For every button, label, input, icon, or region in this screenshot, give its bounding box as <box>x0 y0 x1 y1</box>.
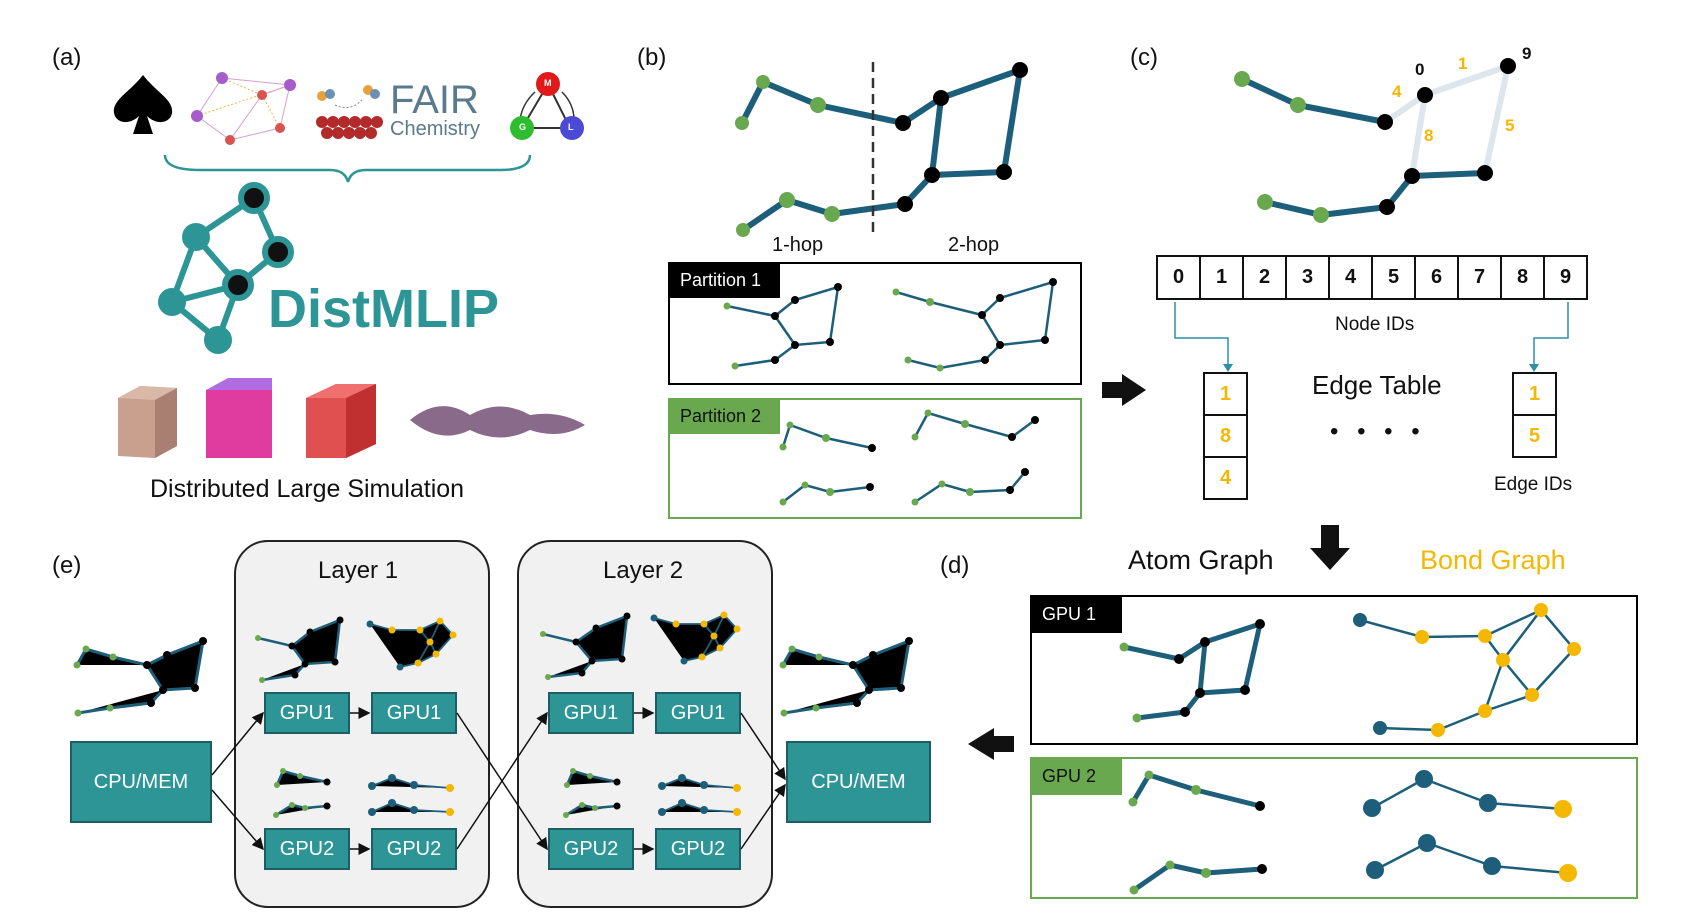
gpu2-l1-a: GPU2 <box>264 828 350 870</box>
curly-brace <box>163 154 532 183</box>
gpu1-box <box>1030 595 1638 745</box>
panel-d-label: (d) <box>940 552 970 579</box>
cpu-mem-left: CPU/MEM <box>70 741 212 823</box>
edge-cell-right: 5 <box>1512 414 1557 458</box>
atom-graph-label: Atom Graph <box>1128 545 1274 575</box>
molecule-graph-icon <box>191 72 296 145</box>
gpu1-l1-b: GPU1 <box>371 692 457 734</box>
gpu1-l1-a: GPU1 <box>264 692 350 734</box>
hop1-label: 1-hop <box>772 234 824 256</box>
fair-title: FAIR <box>390 78 479 122</box>
gpu1-l2-a: GPU1 <box>548 692 634 734</box>
edge-cell-left: 4 <box>1203 456 1248 500</box>
edge-table-title: Edge Table <box>1312 370 1442 400</box>
panel-a-label: (a) <box>52 44 82 71</box>
fair-logo-icon <box>316 85 383 139</box>
gpu1-l2-b: GPU1 <box>655 692 741 734</box>
hop2-label: 2-hop <box>948 234 1000 256</box>
edge-label-4: 4 <box>1392 82 1402 101</box>
simulation-protein <box>410 406 585 438</box>
distmlip-title: DistMLIP <box>268 279 500 339</box>
graph-label-0: 0 <box>1415 60 1425 79</box>
fair-subtitle: Chemistry <box>390 118 481 140</box>
node-id-cell: 4 <box>1328 255 1373 300</box>
layer-1-label: Layer 1 <box>318 557 399 584</box>
m-node-label: M <box>544 78 552 88</box>
panel-e-label: (e) <box>52 552 82 579</box>
ellipsis: • • • • <box>1330 418 1426 445</box>
node-id-cell: 9 <box>1543 255 1588 300</box>
node-id-cell: 3 <box>1285 255 1330 300</box>
partition-2-box <box>668 398 1082 519</box>
distmlip-logo-graph <box>158 182 294 354</box>
partition-1-tag: Partition 1 <box>668 262 780 298</box>
gpu2-l2-b: GPU2 <box>655 828 741 870</box>
bond-graph-label: Bond Graph <box>1420 545 1566 575</box>
gpu2-l1-b: GPU2 <box>371 828 457 870</box>
edge-label-1: 1 <box>1458 54 1468 73</box>
simulation-caption: Distributed Large Simulation <box>150 475 465 503</box>
simulation-cube-1 <box>118 386 177 458</box>
simulation-cube-2 <box>206 378 272 458</box>
panel-c-label: (c) <box>1130 44 1158 71</box>
node-ids-row: 0 1 2 3 4 5 6 7 8 9 <box>1156 255 1591 300</box>
edge-label-5: 5 <box>1505 116 1515 135</box>
l-node-label: L <box>568 122 574 132</box>
edge-ids-caption: Edge IDs <box>1494 474 1573 495</box>
partition-2-tag: Partition 2 <box>668 398 780 434</box>
node-id-cell: 2 <box>1242 255 1287 300</box>
simulation-cube-3 <box>306 384 376 458</box>
edge-cell-right: 1 <box>1512 372 1557 416</box>
arrow-left-icon <box>968 728 1014 760</box>
graph-label-9: 9 <box>1522 44 1532 63</box>
cpu-mem-right: CPU/MEM <box>786 741 931 823</box>
edge-label-8: 8 <box>1424 126 1434 145</box>
g-node-label: G <box>519 122 527 132</box>
partition-1-box <box>668 262 1082 385</box>
gpu2-l2-a: GPU2 <box>548 828 634 870</box>
arrow-right-icon <box>1102 374 1146 406</box>
node-ids-caption: Node IDs <box>1335 314 1415 335</box>
mgl-triangle-icon <box>510 72 584 140</box>
spade-icon <box>113 75 173 134</box>
gpu1-tag: GPU 1 <box>1030 595 1122 633</box>
gpu2-tag: GPU 2 <box>1030 757 1122 795</box>
panel-b-label: (b) <box>637 44 667 71</box>
layer-2-label: Layer 2 <box>603 557 684 584</box>
gpu2-box <box>1030 757 1638 899</box>
